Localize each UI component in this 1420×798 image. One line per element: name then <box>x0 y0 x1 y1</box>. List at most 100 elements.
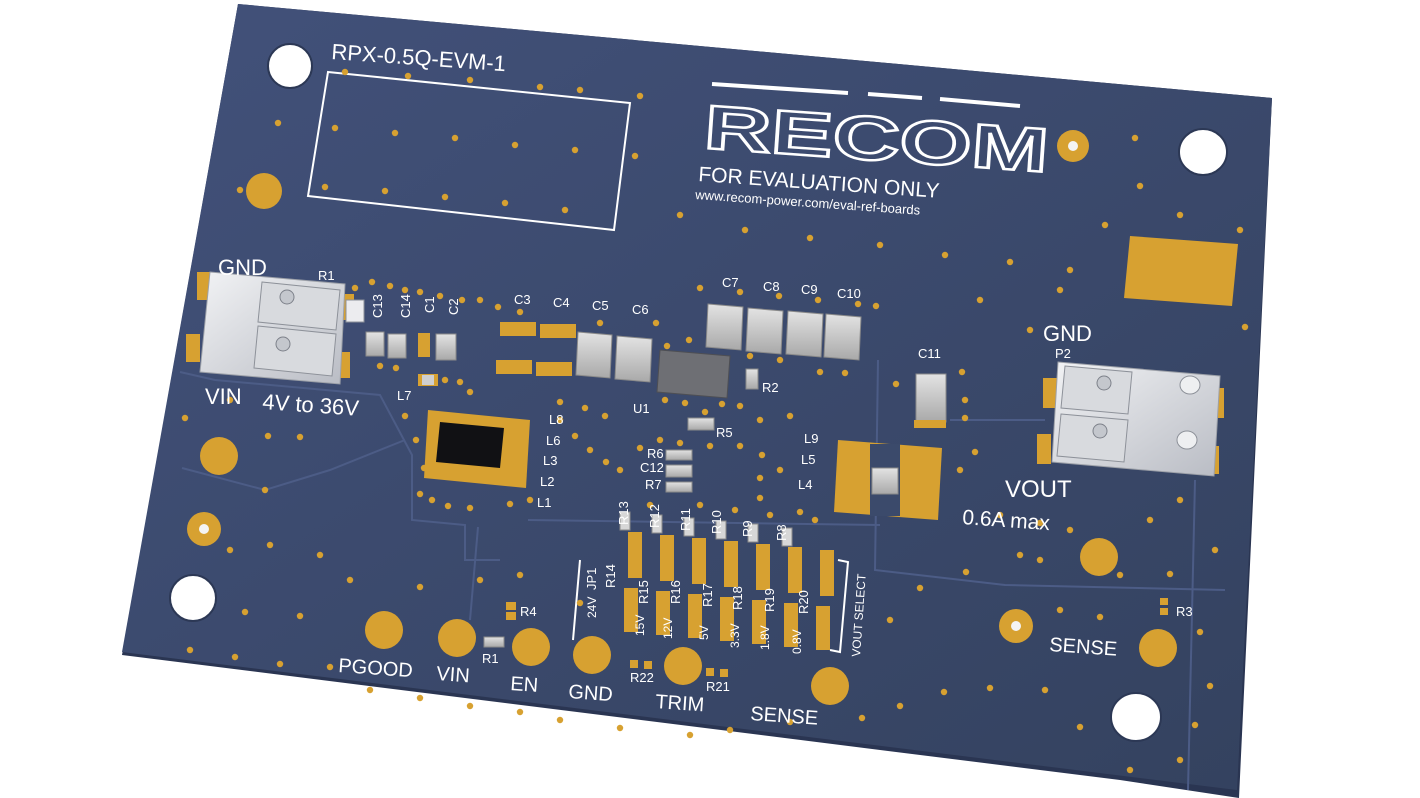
via <box>1056 286 1064 294</box>
via <box>776 466 784 474</box>
via <box>1101 221 1109 229</box>
via <box>756 416 764 424</box>
via <box>444 502 452 510</box>
copper-traces <box>179 359 1226 791</box>
trim-pad <box>664 647 702 685</box>
via <box>181 414 189 422</box>
via <box>236 186 244 194</box>
large-copper-pad <box>1124 236 1238 306</box>
vout-option-24v: 24V <box>585 597 599 618</box>
via <box>916 584 924 592</box>
via <box>746 352 754 360</box>
gnd-pad <box>573 636 611 674</box>
via <box>601 412 609 420</box>
via <box>616 724 624 732</box>
resistor <box>619 511 631 531</box>
jumper-pad <box>720 597 734 641</box>
refdes-p2: P2 <box>1055 346 1071 361</box>
via <box>656 436 664 444</box>
refdes-l4: L4 <box>798 477 812 492</box>
via <box>696 284 704 292</box>
via <box>1176 211 1184 219</box>
resistor <box>747 523 759 543</box>
via <box>686 731 694 739</box>
sense-pad-bottom <box>811 667 849 705</box>
refdes-r1-top: R1 <box>318 268 335 283</box>
via <box>331 124 339 132</box>
bulk-capacitors-c3-c6 <box>496 322 653 383</box>
via <box>1066 266 1074 274</box>
via <box>316 551 324 559</box>
refdes-l9: L9 <box>804 431 818 446</box>
refdes-r5: R5 <box>716 425 733 440</box>
via <box>494 303 502 311</box>
via <box>646 501 654 509</box>
resistor <box>781 527 793 547</box>
refdes-c4: C4 <box>553 295 570 310</box>
refdes-l7: L7 <box>397 388 411 403</box>
via <box>1131 134 1139 142</box>
via <box>886 616 894 624</box>
via <box>841 369 849 377</box>
via <box>941 251 949 259</box>
en-label: EN <box>510 673 539 697</box>
jumper-pad <box>752 600 766 644</box>
via <box>872 302 880 310</box>
via <box>814 296 822 304</box>
via <box>516 708 524 716</box>
via <box>401 412 409 420</box>
via <box>736 288 744 296</box>
via <box>1241 323 1249 331</box>
via <box>466 76 474 84</box>
refdes-l3: L3 <box>543 453 557 468</box>
via <box>586 446 594 454</box>
refdes-l2: L2 <box>540 474 554 489</box>
jumper-pad <box>724 541 738 587</box>
via <box>376 362 384 370</box>
refdes-c6: C6 <box>632 302 649 317</box>
via <box>476 576 484 584</box>
via <box>412 436 420 444</box>
via <box>516 571 524 579</box>
via <box>416 694 424 702</box>
via <box>186 646 194 654</box>
via <box>676 439 684 447</box>
vout-option-1v8: 1.8V <box>758 625 772 650</box>
output-gnd-label: GND <box>1043 321 1092 346</box>
resistor <box>715 520 727 540</box>
via <box>961 396 969 404</box>
refdes-r11: R11 <box>678 508 693 531</box>
via <box>971 448 979 456</box>
jumper-pad <box>624 588 638 632</box>
via <box>1036 519 1044 527</box>
via <box>326 663 334 671</box>
test-pads <box>187 130 1177 705</box>
via <box>428 496 436 504</box>
refdes-r13: R13 <box>616 501 631 525</box>
via <box>341 68 349 76</box>
board-top <box>122 4 1272 790</box>
via <box>296 433 304 441</box>
via <box>264 432 272 440</box>
via <box>266 541 274 549</box>
misc-resistors <box>483 598 1168 677</box>
via <box>458 296 466 304</box>
refdes-c14: C14 <box>398 294 413 318</box>
via <box>456 378 464 386</box>
refdes-r21: R21 <box>706 679 730 694</box>
refdes-c7: C7 <box>722 275 739 290</box>
via <box>1026 326 1034 334</box>
via <box>962 568 970 576</box>
via <box>1206 682 1214 690</box>
via <box>391 129 399 137</box>
via <box>1146 516 1154 524</box>
via <box>1066 526 1074 534</box>
jumper-pad <box>784 603 798 647</box>
refdes-r22: R22 <box>630 670 654 685</box>
via <box>661 396 669 404</box>
via <box>758 451 766 459</box>
output-terminal-block <box>1037 361 1224 477</box>
u1-power-module <box>656 349 759 431</box>
resistor <box>651 514 663 534</box>
